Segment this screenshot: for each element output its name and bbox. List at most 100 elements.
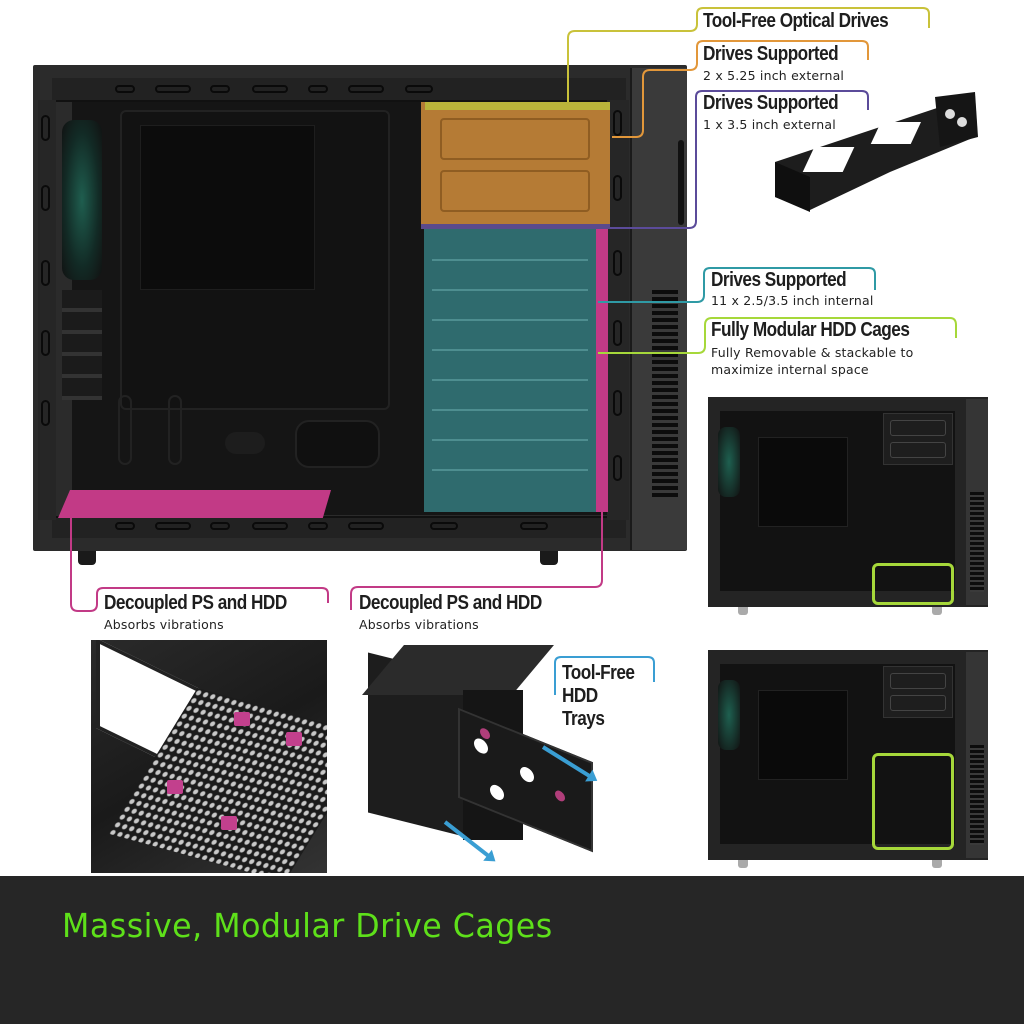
mini-case-cutout: [758, 690, 848, 780]
rail-slot: [613, 110, 622, 136]
rail-slot: [520, 522, 548, 530]
optical-latch: [440, 118, 590, 160]
mini-case-vent: [970, 745, 984, 845]
rail-slot: [41, 115, 50, 141]
mini-case-stacked-cages: [708, 650, 988, 868]
rail-slot: [348, 522, 384, 530]
rail-slot: [155, 85, 191, 93]
mini-case-single-cage: [708, 397, 988, 615]
case-rail-bottom: [52, 516, 626, 538]
footer-title: Massive, Modular Drive Cages: [62, 906, 553, 945]
rail-slot: [252, 85, 288, 93]
footer-banner: Massive, Modular Drive Cages: [0, 876, 1024, 1024]
hdd-slot-line: [432, 259, 588, 261]
rail-slot: [41, 260, 50, 286]
rail-slot: [613, 455, 622, 481]
case-foot: [540, 551, 558, 565]
rubber-pad: [167, 780, 183, 794]
hdd-cage-highlight: [424, 229, 596, 512]
front-vent: [652, 290, 678, 500]
odd-latch: [890, 442, 946, 458]
rubber-pad: [221, 816, 237, 830]
drive-bracket-image: [775, 92, 978, 212]
rubber-pad: [234, 712, 250, 726]
callout-525-subtitle: 2 x 5.25 inch external: [703, 68, 845, 83]
mini-case-fan: [718, 427, 740, 497]
mini-case-odd-bay: [883, 413, 953, 465]
psu-mount-photo: [91, 640, 327, 873]
odd-latch: [890, 673, 946, 689]
callout-decoupled-right-title: Decoupled PS and HDD: [359, 592, 542, 614]
callout-trays-line3: Trays: [562, 708, 605, 730]
mini-case-foot: [738, 860, 748, 868]
rail-slot: [210, 522, 230, 530]
rail-slot: [613, 175, 622, 201]
tray-hole: [520, 764, 534, 785]
cage-top: [362, 645, 554, 695]
callout-lines: [70, 7, 957, 695]
mini-case-foot: [738, 607, 748, 615]
case-rail-top: [52, 78, 626, 102]
rail-slot: [613, 250, 622, 276]
rail-slot: [613, 390, 622, 416]
rubber-pad: [286, 732, 302, 746]
psu-support: [168, 395, 182, 465]
hdd-slot-line: [432, 409, 588, 411]
modular-cage-outline: [872, 563, 954, 605]
case-foot: [78, 551, 96, 565]
callout-35-subtitle: 1 x 3.5 inch external: [703, 117, 836, 132]
rail-slot: [41, 330, 50, 356]
hdd-slot-line: [432, 379, 588, 381]
callout-decoupled-left-title: Decoupled PS and HDD: [104, 592, 287, 614]
callout-trays-line1: Tool-Free: [562, 662, 635, 684]
modular-cage-outline: [872, 753, 954, 850]
mini-case-vent: [970, 492, 984, 592]
pci-slots: [62, 290, 102, 400]
hdd-slot-line: [432, 349, 588, 351]
callout-decoupled-left-subtitle: Absorbs vibrations: [104, 617, 224, 632]
rail-slot: [155, 522, 191, 530]
rail-slot: [308, 522, 328, 530]
cable-grommet: [225, 432, 265, 454]
hdd-slot-line: [432, 469, 588, 471]
hdd-cage-photo: [362, 645, 593, 870]
optical-tool-free-highlight: [425, 102, 610, 110]
mini-case-cutout: [758, 437, 848, 527]
hdd-slot-line: [432, 289, 588, 291]
rail-slot: [210, 85, 230, 93]
callout-35-title: Drives Supported: [703, 92, 839, 114]
rail-slot: [41, 185, 50, 211]
rail-slot: [430, 522, 458, 530]
rear-fan: [62, 120, 102, 280]
callout-optical-title: Tool-Free Optical Drives: [703, 10, 889, 32]
optical-bay-highlight: [421, 102, 610, 227]
callout-modular-title: Fully Modular HDD Cages: [711, 319, 910, 341]
callout-internal-subtitle: 11 x 2.5/3.5 inch internal: [711, 293, 874, 308]
rail-slot: [41, 400, 50, 426]
psu-support: [118, 395, 132, 465]
rail-slot: [115, 522, 135, 530]
cable-grommet-large: [295, 420, 380, 468]
callout-modular-subtitle-2: maximize internal space: [711, 362, 869, 377]
external-35-highlight: [421, 224, 610, 229]
mini-case-fan: [718, 680, 740, 750]
odd-latch: [890, 420, 946, 436]
rail-slot: [405, 85, 433, 93]
hdd-slot-line: [432, 439, 588, 441]
mini-case-foot: [932, 607, 942, 615]
psu-decoupling-highlight: [58, 490, 331, 518]
mini-case-odd-bay: [883, 666, 953, 718]
optical-latch: [440, 170, 590, 212]
tray-pin: [555, 788, 565, 803]
hdd-decoupling-highlight: [596, 229, 608, 512]
rail-slot: [308, 85, 328, 93]
cpu-cutout: [140, 125, 315, 290]
callout-internal-title: Drives Supported: [711, 269, 847, 291]
front-bay-slot: [678, 140, 684, 225]
hdd-slot-line: [432, 319, 588, 321]
tray-hole: [490, 782, 504, 803]
callout-trays-line2: HDD: [562, 685, 598, 707]
rail-slot: [613, 320, 622, 346]
rail-slot: [348, 85, 384, 93]
callout-decoupled-right-subtitle: Absorbs vibrations: [359, 617, 479, 632]
